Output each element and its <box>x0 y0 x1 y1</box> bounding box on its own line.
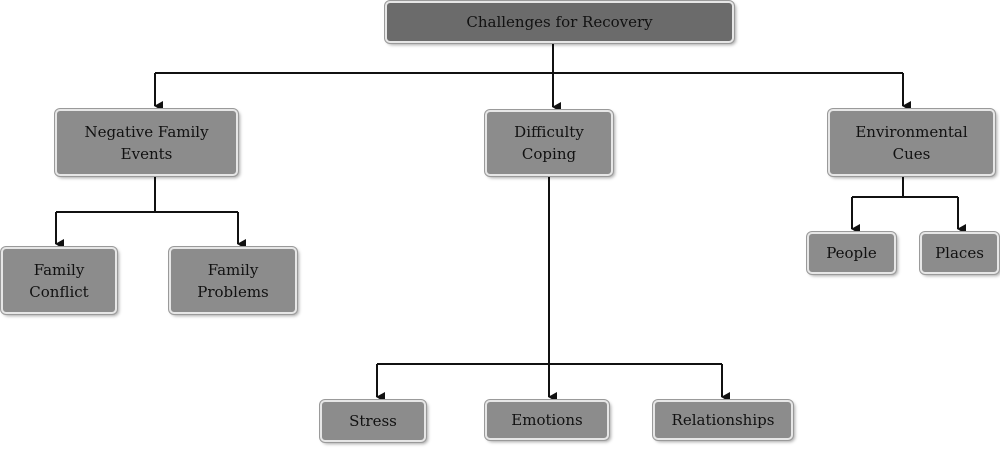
node-difficulty-coping: Difficulty Coping <box>485 110 613 176</box>
node-environmental-cues: Environmental Cues <box>828 109 995 176</box>
root-node: Challenges for Recovery <box>385 1 734 43</box>
node-relationships: Relationships <box>653 400 793 440</box>
node-family-problems: Family Problems <box>169 247 297 314</box>
node-emotions: Emotions <box>485 400 609 440</box>
node-stress: Stress <box>320 400 426 442</box>
node-people: People <box>807 232 896 274</box>
node-negative-family-events: Negative Family Events <box>55 109 238 176</box>
node-family-conflict: Family Conflict <box>1 247 117 314</box>
node-places: Places <box>920 232 999 274</box>
